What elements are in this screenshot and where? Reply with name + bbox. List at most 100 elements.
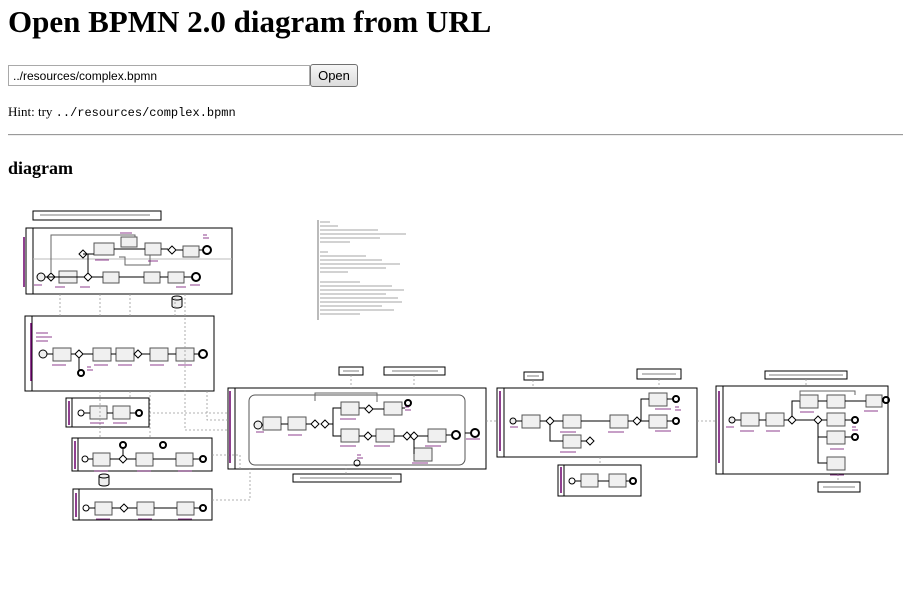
end-event-icon — [404, 399, 412, 407]
task[interactable] — [52, 347, 72, 362]
data-store-icon — [171, 295, 183, 309]
pool[interactable] — [227, 366, 487, 483]
task[interactable] — [521, 414, 541, 429]
task[interactable] — [94, 501, 113, 516]
pool[interactable] — [715, 370, 890, 493]
task[interactable] — [176, 501, 195, 516]
end-event-icon — [159, 441, 167, 449]
task[interactable] — [136, 501, 155, 516]
task[interactable] — [562, 434, 582, 449]
end-event-icon — [119, 441, 127, 449]
task[interactable] — [149, 347, 169, 362]
gateway-icon — [167, 245, 177, 255]
data-store-icon — [98, 473, 110, 487]
pool[interactable] — [65, 397, 150, 428]
end-event-icon — [198, 349, 208, 359]
task[interactable] — [262, 416, 282, 431]
task[interactable] — [826, 394, 846, 409]
start-event-icon — [36, 272, 46, 282]
diagram-heading: diagram — [8, 158, 73, 178]
task[interactable] — [340, 428, 360, 443]
bpmn-diagram[interactable] — [0, 195, 911, 535]
end-event-icon — [451, 430, 461, 440]
task[interactable] — [765, 412, 785, 427]
end-event-icon — [672, 395, 680, 403]
task[interactable] — [92, 347, 112, 362]
end-event-icon — [629, 477, 637, 485]
start-event-icon — [81, 455, 89, 463]
end-event-icon — [470, 428, 480, 438]
task[interactable] — [120, 236, 138, 248]
gateway-icon — [402, 431, 412, 441]
task[interactable] — [89, 405, 108, 420]
task[interactable] — [608, 473, 627, 488]
task[interactable] — [144, 242, 162, 256]
task[interactable] — [826, 456, 846, 471]
task[interactable] — [648, 414, 668, 429]
start-event-icon — [82, 504, 90, 512]
gateway-icon — [310, 419, 320, 429]
bpmn-diagram-canvas — [23, 210, 890, 521]
task[interactable] — [383, 401, 403, 416]
pool[interactable] — [557, 464, 642, 497]
start-event-icon — [353, 459, 361, 467]
task[interactable] — [143, 271, 161, 284]
hint-text: Hint: try ../resources/complex.bpmn — [8, 104, 236, 121]
gateway-icon — [364, 404, 374, 414]
task[interactable] — [112, 405, 131, 420]
end-event-icon — [851, 433, 859, 441]
task[interactable] — [648, 392, 668, 407]
pool[interactable] — [24, 315, 215, 392]
task[interactable] — [93, 242, 115, 256]
gateway-icon — [813, 415, 823, 425]
task[interactable] — [175, 452, 194, 467]
task[interactable] — [115, 347, 135, 362]
gateway-icon — [585, 436, 595, 446]
task[interactable] — [375, 428, 395, 443]
gateway-icon — [46, 272, 56, 282]
gateway-icon — [632, 416, 642, 426]
gateway-icon — [119, 503, 129, 513]
open-button[interactable]: Open — [310, 64, 358, 87]
start-event-icon — [38, 349, 48, 359]
hint-code: ../resources/complex.bpmn — [55, 106, 236, 120]
pool[interactable] — [71, 437, 213, 472]
task[interactable] — [287, 416, 307, 431]
task[interactable] — [427, 428, 447, 443]
gateway-icon — [78, 249, 88, 259]
gateway-icon — [545, 416, 555, 426]
end-event-icon — [851, 416, 859, 424]
gateway-icon — [118, 454, 128, 464]
task[interactable] — [135, 452, 154, 467]
start-event-icon — [728, 416, 736, 424]
end-event-icon — [202, 245, 212, 255]
start-event-icon — [568, 477, 576, 485]
page-title: Open BPMN 2.0 diagram from URL — [8, 4, 492, 39]
task[interactable] — [740, 412, 760, 427]
task[interactable] — [92, 452, 111, 467]
task[interactable] — [609, 414, 629, 429]
task[interactable] — [826, 412, 846, 427]
end-event-icon — [199, 504, 207, 512]
task[interactable] — [826, 430, 846, 445]
pool[interactable] — [496, 368, 698, 458]
end-event-icon — [882, 396, 890, 404]
url-input[interactable] — [8, 65, 310, 86]
separator — [8, 134, 903, 136]
task[interactable] — [167, 271, 185, 284]
hint-prefix: Hint: try — [8, 104, 56, 119]
task[interactable] — [182, 245, 200, 258]
pool[interactable] — [25, 210, 233, 295]
task[interactable] — [562, 414, 582, 429]
gateway-icon — [133, 349, 143, 359]
task[interactable] — [799, 394, 819, 409]
gateway-icon — [787, 415, 797, 425]
task[interactable] — [340, 401, 360, 416]
end-event-icon — [77, 369, 85, 377]
task[interactable] — [580, 473, 599, 488]
task[interactable] — [413, 447, 433, 462]
gateway-icon — [320, 419, 330, 429]
task[interactable] — [865, 394, 883, 408]
pool[interactable] — [72, 488, 213, 521]
task[interactable] — [102, 271, 120, 284]
